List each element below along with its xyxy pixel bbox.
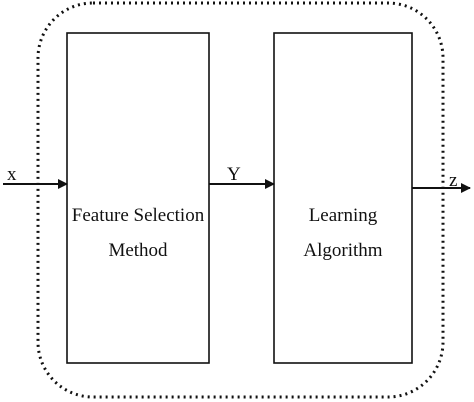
- feature-selection-label-line-1: Feature Selection: [72, 205, 205, 226]
- feature-selection-label-line-2: Method: [108, 240, 168, 261]
- output-label: z: [449, 170, 457, 191]
- learning-algorithm-label-line-1: Learning: [309, 205, 378, 226]
- feature-selection-box: [66, 32, 210, 364]
- input-label: x: [7, 164, 17, 185]
- learning-algorithm-box: [273, 32, 413, 364]
- learning-algorithm-label-line-2: Algorithm: [303, 240, 382, 261]
- middle-label: Y: [227, 164, 241, 185]
- outer-dotted-boundary: [36, 1, 445, 399]
